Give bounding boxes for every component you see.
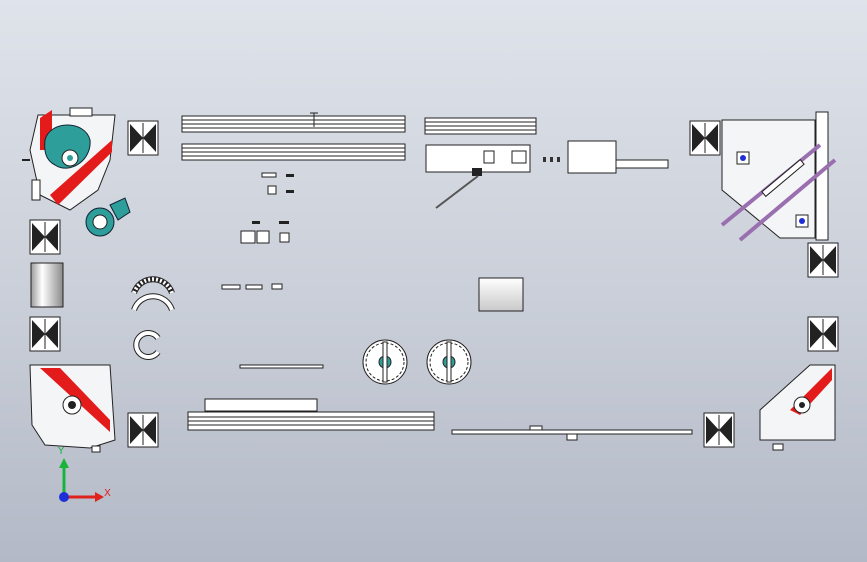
roller-end-5[interactable] (689, 120, 721, 156)
corner-drive-bottom-right[interactable] (759, 364, 836, 451)
sprocket-1[interactable] (362, 339, 408, 385)
rail-top-3[interactable] (424, 117, 537, 135)
coordinate-triad: X Y (57, 446, 111, 502)
arc-segments[interactable] (131, 276, 175, 312)
roller-end-3[interactable] (29, 316, 61, 352)
roller-end-4[interactable] (127, 412, 159, 448)
corner-drive-top-left[interactable] (22, 107, 131, 237)
rail-top-2[interactable] (181, 143, 406, 161)
sprocket-2[interactable] (426, 339, 472, 385)
rail-bottom-1[interactable] (187, 398, 435, 431)
housing-with-arm[interactable] (425, 144, 531, 209)
dash-spacers (543, 157, 560, 162)
roller-end-7[interactable] (807, 316, 839, 352)
guide-block[interactable] (478, 277, 524, 312)
roller-end-8[interactable] (703, 412, 735, 448)
rail-bottom-2[interactable] (451, 425, 693, 441)
rail-top-1[interactable] (181, 112, 406, 133)
retaining-clip[interactable] (133, 330, 161, 360)
roller-end-1[interactable] (127, 120, 159, 156)
thin-bar[interactable] (239, 364, 324, 369)
y-axis-label: Y (57, 446, 65, 457)
cylinder-roller[interactable] (30, 262, 64, 308)
x-axis-label: X (104, 488, 111, 499)
corner-drive-top-right[interactable] (720, 111, 837, 242)
guide-plate[interactable] (567, 140, 669, 174)
small-brackets[interactable] (221, 172, 294, 290)
roller-end-2[interactable] (29, 219, 61, 255)
corner-drive-bottom-left[interactable] (29, 364, 116, 453)
roller-end-6[interactable] (807, 242, 839, 278)
